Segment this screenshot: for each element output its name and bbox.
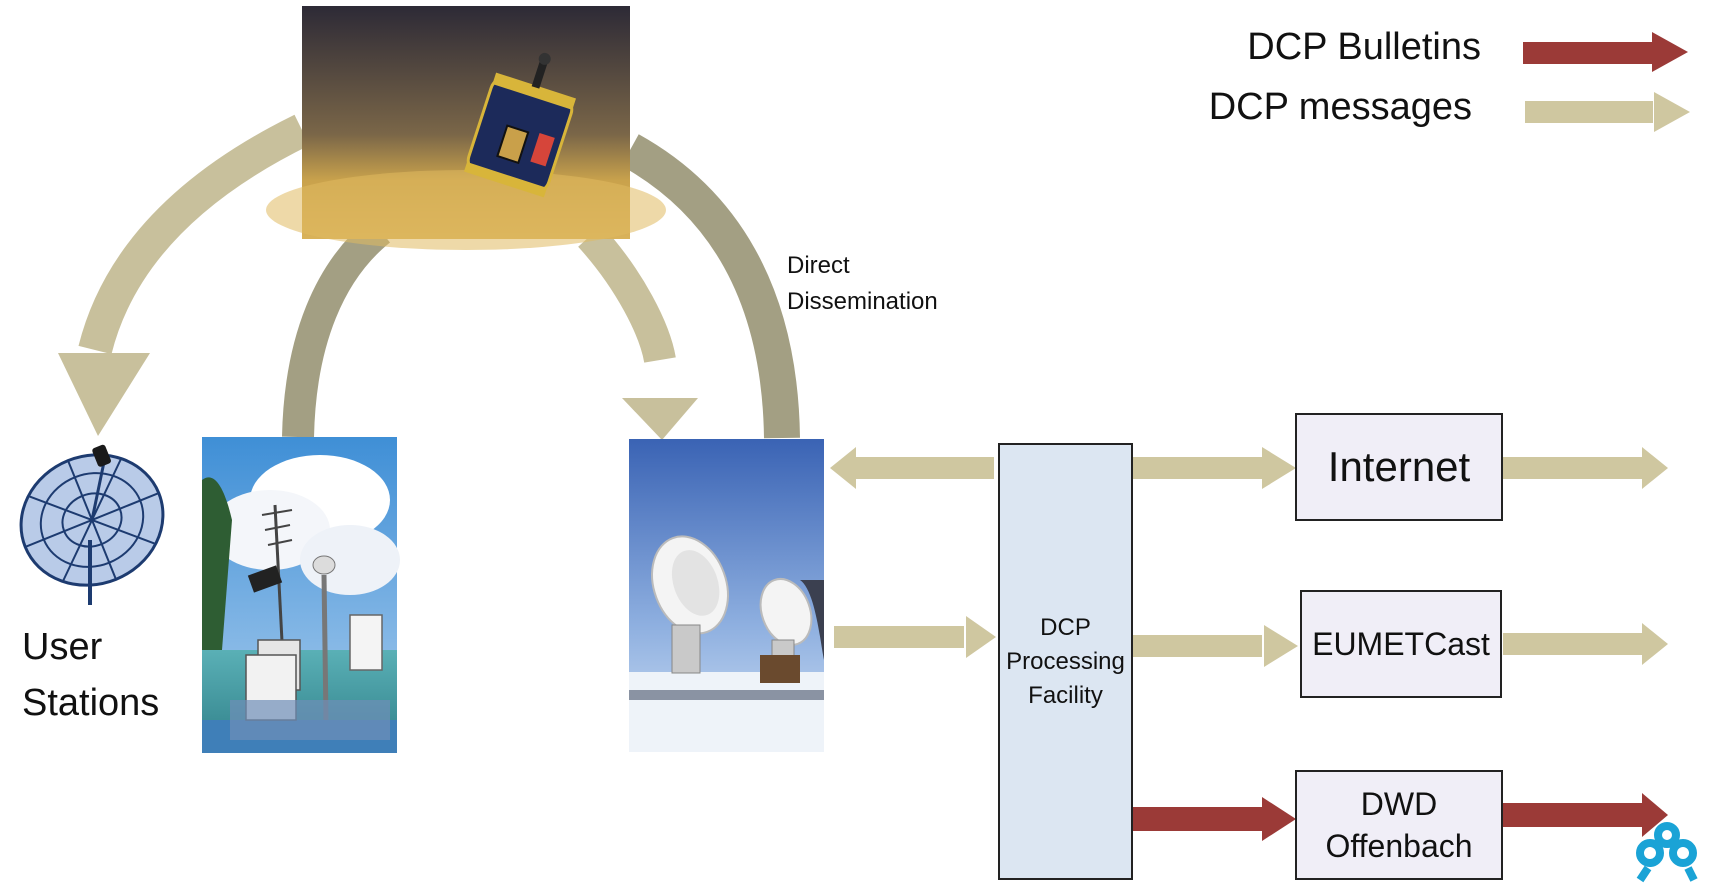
eumetcast-label: EUMETCast bbox=[1312, 625, 1490, 662]
arrow-processing-to-eumetcast bbox=[1132, 625, 1298, 667]
internet-label: Internet bbox=[1327, 443, 1471, 490]
legend-bulletins-arrow bbox=[1523, 32, 1688, 72]
arc-to-user-stations-head bbox=[58, 353, 150, 436]
internet-box: Internet bbox=[1295, 413, 1503, 521]
user-stations-line2: Stations bbox=[22, 682, 160, 724]
arc-direct-dissemination bbox=[621, 134, 800, 439]
arc-station-uplink bbox=[282, 217, 391, 438]
processing-line3: Facility bbox=[1028, 681, 1103, 709]
arc-to-ground-station bbox=[578, 225, 676, 364]
direct-dissemination-line2: Dissemination bbox=[787, 288, 938, 315]
user-stations-line1: User bbox=[22, 626, 103, 668]
arrow-eumetcast-out bbox=[1503, 623, 1668, 665]
arrow-ground-station-to-processing bbox=[834, 616, 996, 658]
arrow-processing-to-internet bbox=[1132, 447, 1296, 489]
legend-messages-arrow bbox=[1525, 92, 1690, 132]
satellite-photo bbox=[266, 6, 666, 250]
arrow-processing-to-dwd bbox=[1132, 797, 1296, 841]
satellite-dish-icon bbox=[19, 444, 165, 605]
processing-line2: Processing bbox=[1006, 647, 1125, 675]
user-stations-label: User Stations bbox=[22, 619, 159, 731]
weather-station-photo bbox=[202, 437, 400, 753]
arc-to-user-stations bbox=[78, 114, 310, 355]
arrow-internet-out bbox=[1503, 447, 1668, 489]
ground-station-photo bbox=[629, 439, 824, 752]
eumetcast-box: EUMETCast bbox=[1300, 590, 1502, 698]
dwd-line1: DWD bbox=[1360, 786, 1438, 822]
arc-to-ground-station-head bbox=[622, 398, 698, 440]
organization-logo bbox=[1636, 822, 1698, 883]
direct-dissemination-label: Direct Dissemination bbox=[787, 248, 938, 320]
dwd-offenbach-box: DWD Offenbach bbox=[1295, 770, 1503, 880]
direct-dissemination-line1: Direct bbox=[787, 252, 850, 279]
legend-bulletins-label: DCP Bulletins bbox=[1247, 26, 1481, 68]
processing-line1: DCP bbox=[1040, 613, 1091, 641]
dcp-processing-facility-box: DCP Processing Facility bbox=[998, 443, 1133, 880]
arrow-processing-to-ground-station bbox=[830, 447, 994, 489]
legend-messages-label: DCP messages bbox=[1208, 86, 1472, 128]
dwd-line2: Offenbach bbox=[1325, 828, 1473, 864]
arrow-dwd-out bbox=[1503, 793, 1668, 837]
